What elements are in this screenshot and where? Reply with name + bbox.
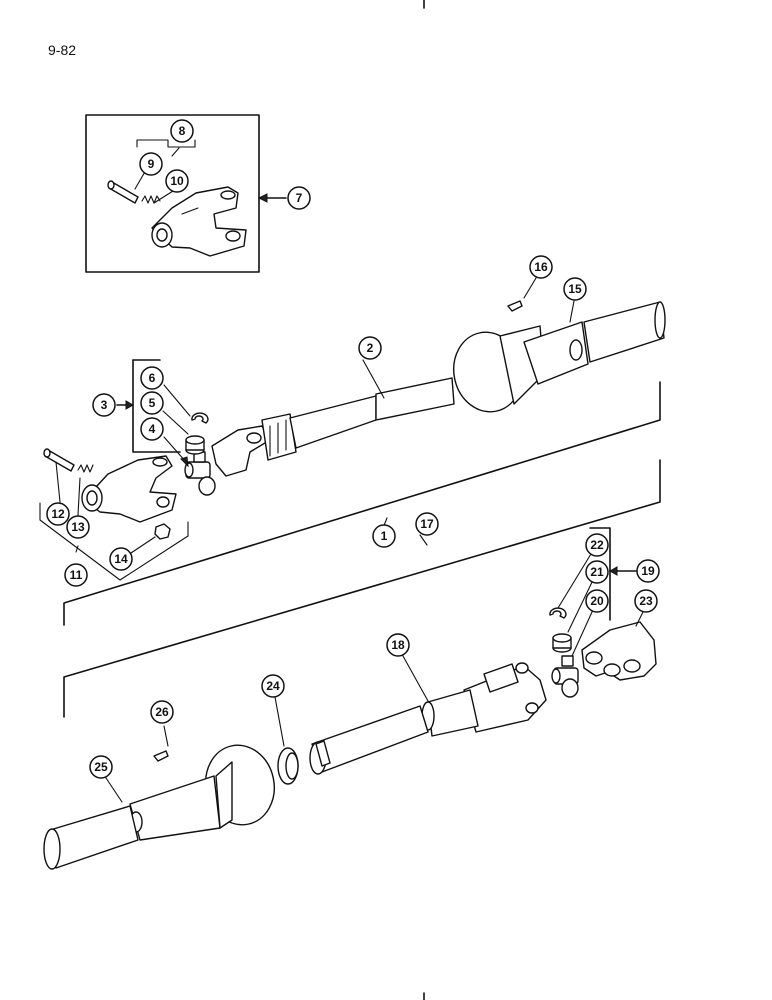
svg-text:1: 1 xyxy=(381,529,388,543)
inner-drive-shaft xyxy=(211,359,455,477)
svg-text:21: 21 xyxy=(590,565,604,579)
bracket-11 xyxy=(39,502,189,581)
callout-5: 5 xyxy=(140,391,164,415)
inset-yoke xyxy=(151,186,247,257)
svg-text:24: 24 xyxy=(266,679,280,693)
guard-clip-lower xyxy=(153,725,169,762)
svg-text:16: 16 xyxy=(534,260,548,274)
page-number: 9-82 xyxy=(48,42,77,58)
bearing-cup-lower xyxy=(552,577,595,653)
yoke-lower-end xyxy=(581,611,657,681)
svg-text:8: 8 xyxy=(179,124,186,138)
svg-text:14: 14 xyxy=(114,552,128,566)
svg-text:9: 9 xyxy=(148,157,155,171)
callout-1: 1 xyxy=(372,524,396,548)
inset-pin xyxy=(107,169,147,204)
svg-text:18: 18 xyxy=(391,638,405,652)
guard-cone-upper xyxy=(453,300,666,413)
callout-19: 19 xyxy=(636,559,660,583)
callout-25: 25 xyxy=(89,755,113,779)
callout-20: 20 xyxy=(585,589,609,613)
callout-12: 12 xyxy=(46,502,70,526)
circlip-lower xyxy=(549,548,595,619)
svg-text:20: 20 xyxy=(590,594,604,608)
svg-text:11: 11 xyxy=(70,568,83,582)
svg-text:2: 2 xyxy=(367,341,374,355)
callout-21: 21 xyxy=(585,560,609,584)
callout-24: 24 xyxy=(261,674,285,698)
callout-13: 13 xyxy=(66,515,90,539)
bracket-3 xyxy=(132,359,181,453)
svg-text:10: 10 xyxy=(170,174,184,188)
svg-text:17: 17 xyxy=(420,517,434,531)
frame-upper xyxy=(63,381,661,626)
callout-4: 4 xyxy=(140,417,164,441)
svg-text:23: 23 xyxy=(639,594,653,608)
callout-17: 17 xyxy=(415,512,439,536)
bracket-19 xyxy=(589,527,611,621)
bearing-ring xyxy=(274,696,299,785)
svg-text:19: 19 xyxy=(641,564,655,578)
svg-text:22: 22 xyxy=(590,538,604,552)
svg-text:6: 6 xyxy=(149,371,156,385)
quick-release-yoke-upper xyxy=(43,448,177,540)
guard-cone-lower xyxy=(43,744,275,870)
outer-tube xyxy=(309,705,429,775)
callout-14: 14 xyxy=(109,547,133,571)
callout-10: 10 xyxy=(165,169,189,193)
svg-text:12: 12 xyxy=(51,507,65,521)
callout-3: 3 xyxy=(92,393,116,417)
callout-8: 8 xyxy=(170,119,194,143)
callout-23: 23 xyxy=(634,589,658,613)
callout-26: 26 xyxy=(150,700,174,724)
universal-joint-cross-lower xyxy=(551,611,593,698)
svg-text:7: 7 xyxy=(296,191,303,205)
svg-text:25: 25 xyxy=(94,760,108,774)
callout-11: 11 xyxy=(64,563,88,587)
callout-16: 16 xyxy=(529,255,553,279)
svg-text:3: 3 xyxy=(101,398,108,412)
svg-text:15: 15 xyxy=(568,282,582,296)
frame-lower xyxy=(63,459,661,718)
callout-18: 18 xyxy=(386,633,410,657)
circlip-upper xyxy=(163,384,209,424)
svg-text:13: 13 xyxy=(71,520,85,534)
callout-7: 7 xyxy=(287,186,311,210)
svg-text:26: 26 xyxy=(155,705,169,719)
callout-6: 6 xyxy=(140,366,164,390)
guard-clip-upper xyxy=(507,277,537,312)
callout-9: 9 xyxy=(139,152,163,176)
svg-text:4: 4 xyxy=(149,422,156,436)
callout-22: 22 xyxy=(585,533,609,557)
svg-text:5: 5 xyxy=(149,396,156,410)
bearing-cup-upper xyxy=(162,410,205,455)
universal-joint-cross-upper xyxy=(163,436,216,496)
callout-15: 15 xyxy=(563,277,587,301)
inset-spring xyxy=(141,190,174,204)
callout-2: 2 xyxy=(358,336,382,360)
inset-yoke-assembly xyxy=(85,114,287,273)
